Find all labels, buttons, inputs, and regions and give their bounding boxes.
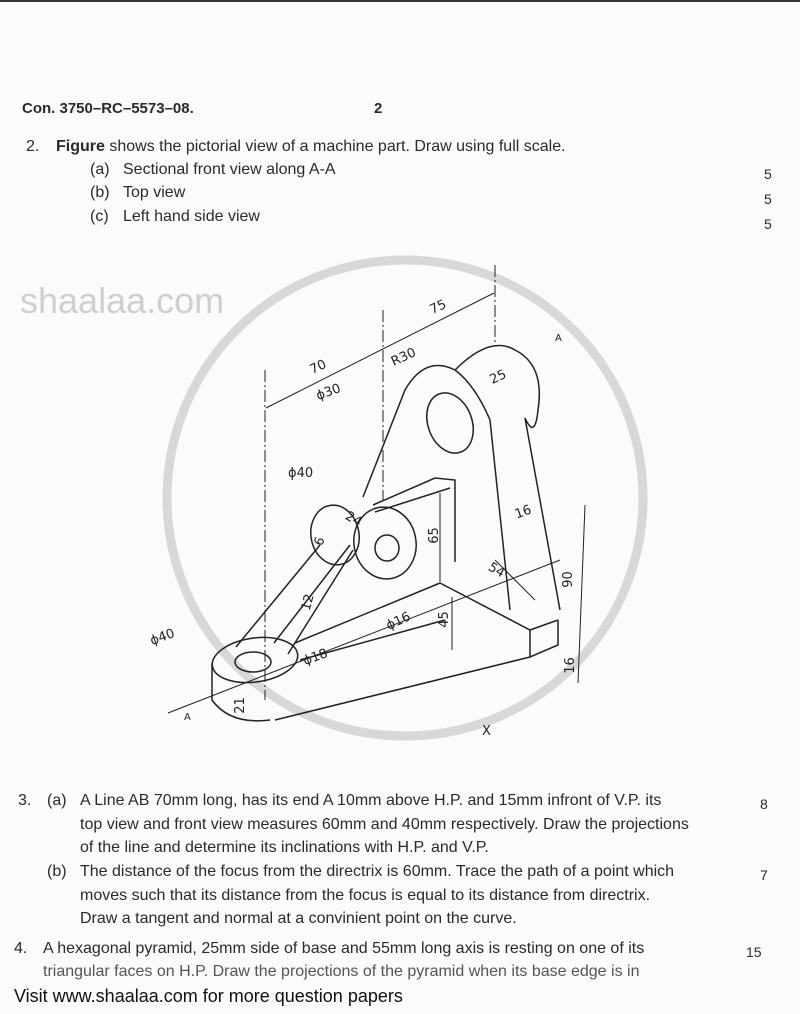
q2-item-a-marks: 5 [764,166,772,182]
dim-45: 45 [436,611,452,628]
dim-90: 90 [560,571,576,588]
footer-watermark: Visit www.shaalaa.com for more question … [14,986,403,1006]
section-mark-a-bottom: A [184,712,191,723]
q3b-line-2: moves such that its distance from the fo… [80,887,651,904]
paper-code: Con. 3750–RC–5573–08. [22,100,194,117]
q2-item-a-label: (a) [90,161,110,178]
q3b-line-3: Draw a tangent and normal at a convinien… [80,910,517,927]
q3b-label: (b) [47,863,67,880]
q2-body: shows the pictorial view of a machine pa… [109,138,566,155]
dim-65: 65 [426,527,442,544]
q3a-line-1: A Line AB 70mm long, has its end A 10mm … [80,792,662,809]
dimension-lines [167,265,586,714]
q4-number: 4. [14,940,28,957]
dim-phi40-middle: ϕ40 [288,466,314,481]
watermark-text: shaalaa.com [20,280,225,321]
q3b-marks: 7 [760,867,768,883]
q3a-label: (a) [47,792,67,809]
q2-text: Figure shows the pictorial view of a mac… [56,138,566,156]
q2-item-b-label: (b) [90,184,110,201]
q3a-line-3: of the line and determine its inclinatio… [80,839,489,856]
q3b-line-1: The distance of the focus from the direc… [80,863,675,880]
part-outline [211,344,561,722]
q2-item-a: Sectional front view along A-A [123,161,336,178]
section-mark-a-top: A [555,333,562,344]
q2-number: 2. [26,138,40,155]
page-top-border [0,0,800,2]
q3a-marks: 8 [760,796,768,812]
view-direction-x: X [482,724,491,739]
page-number: 2 [374,100,383,117]
q4-line-2: triangular faces on H.P. Draw the projec… [43,963,640,980]
q2-bold: Figure [56,138,105,155]
watermark-circle [162,255,648,741]
q2-item-b-marks: 5 [764,191,772,207]
q4-line-1: A hexagonal pyramid, 25mm side of base a… [43,940,645,957]
q2-item-c: Left hand side view [123,208,260,225]
dim-16-base: 16 [562,657,578,674]
dim-21: 21 [232,697,248,714]
q2-item-b: Top view [123,184,186,201]
q4-marks: 15 [746,944,762,960]
q2-item-c-marks: 5 [764,216,772,232]
q3-number: 3. [18,792,32,809]
q3a-line-2: top view and front view measures 60mm an… [80,816,689,833]
q2-item-c-label: (c) [90,208,109,225]
